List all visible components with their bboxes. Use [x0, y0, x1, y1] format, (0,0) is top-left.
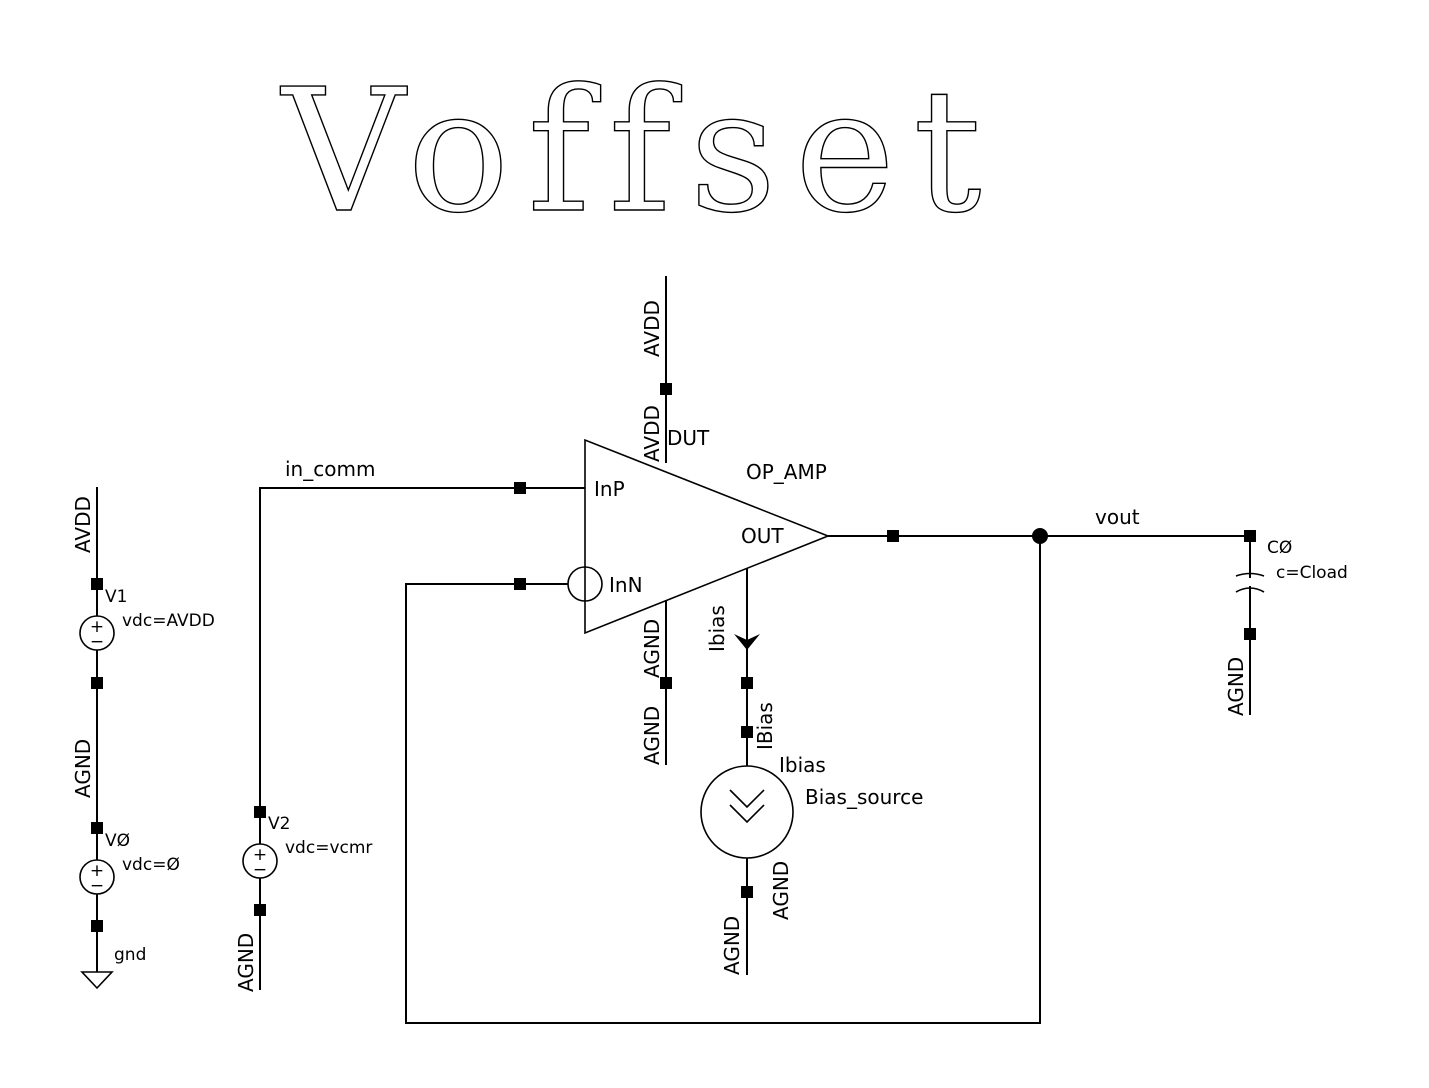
- v1-plus-sign: +: [90, 617, 104, 637]
- v1-name: V1: [105, 587, 127, 607]
- opamp-pin-inn: InN: [609, 573, 643, 597]
- c0-top-pin[interactable]: [1244, 530, 1256, 542]
- v2-minus-sign: −: [253, 860, 267, 880]
- opamp-pin-out: OUT: [741, 524, 784, 548]
- v1-minus-sign: −: [90, 632, 104, 652]
- v1-circle: [79, 615, 115, 651]
- voltage-source-v1[interactable]: + − V1 vdc=AVDD: [79, 578, 215, 689]
- c0-agnd-net-label: AGND: [1224, 657, 1248, 716]
- feedback-wire: [405, 536, 1041, 1024]
- v2-name: V2: [268, 814, 290, 834]
- ibias-arrow-icon: [734, 634, 760, 650]
- out-pin[interactable]: [887, 530, 899, 542]
- c0-top-plate: [1235, 572, 1265, 577]
- opamp-pin-agnd: AGND: [640, 619, 664, 678]
- inp-pin[interactable]: [514, 482, 526, 494]
- bias-cell-name: Bias_source: [805, 785, 923, 809]
- v0-top-pin[interactable]: [91, 822, 103, 834]
- avdd-net-label-opamp: AVDD: [640, 300, 664, 357]
- ibias-pin-opamp[interactable]: [741, 677, 753, 689]
- v2-circle: [242, 843, 278, 879]
- v1-top-pin[interactable]: [91, 578, 103, 590]
- bias-agnd-net-label: AGND: [720, 916, 744, 975]
- c0-bottom-pin[interactable]: [1244, 628, 1256, 640]
- inn-pin[interactable]: [514, 578, 526, 590]
- v0-plus-sign: +: [90, 861, 104, 881]
- in-comm-net-label: in_comm: [285, 457, 375, 481]
- v2-param: vdc=vcmr: [285, 838, 372, 858]
- voltage-source-v0[interactable]: + − VØ vdc=Ø: [79, 822, 180, 932]
- ground-icon: [80, 971, 114, 990]
- agnd-net-label-opamp: AGND: [640, 706, 664, 765]
- v1-bottom-pin[interactable]: [91, 677, 103, 689]
- bias-source-bottom-pin[interactable]: [741, 886, 753, 898]
- opamp-pin-ibias: Ibias: [705, 605, 729, 652]
- vout-junction-dot[interactable]: [1032, 528, 1048, 544]
- v0-minus-sign: −: [90, 876, 104, 896]
- opamp-pin-inp: InP: [594, 477, 625, 501]
- bias-instance-name: Ibias: [779, 753, 826, 777]
- voltage-source-v2[interactable]: + − V2 vdc=vcmr AGND: [234, 806, 372, 992]
- bias-current-source[interactable]: Ibias Bias_source: [700, 753, 923, 859]
- v1-agnd-net-label: AGND: [71, 739, 95, 798]
- v2-bottom-pin[interactable]: [254, 904, 266, 916]
- opamp-triangle: [584, 438, 831, 635]
- opamp-symbol[interactable]: InP InN OUT DUT OP_AMP AVDD AGND Ibias: [567, 405, 831, 678]
- ibias-pin-source[interactable]: [741, 726, 753, 738]
- bias-source-agnd-label: AGND: [769, 861, 793, 920]
- v0-name: VØ: [105, 831, 130, 851]
- opamp-instance-name: DUT: [667, 426, 710, 450]
- v0-param: vdc=Ø: [122, 855, 180, 875]
- capacitor-c0[interactable]: CØ c=Cload AGND: [1224, 530, 1348, 716]
- opamp-pin-avdd: AVDD: [640, 405, 664, 462]
- gnd-net-label: gnd: [114, 945, 146, 965]
- bias-pin-label: IBias: [753, 702, 777, 750]
- agnd-pin-opamp[interactable]: [660, 677, 672, 689]
- c0-param: c=Cload: [1276, 563, 1348, 583]
- schematic-title: Voffset: [280, 53, 1000, 251]
- c0-name: CØ: [1267, 538, 1292, 558]
- v1-avdd-net-label: AVDD: [71, 496, 95, 553]
- v2-plus-sign: +: [253, 845, 267, 865]
- v2-agnd-net-label: AGND: [234, 933, 258, 992]
- v1-param: vdc=AVDD: [122, 611, 215, 631]
- ground-symbol: gnd: [80, 945, 146, 990]
- v0-bottom-pin[interactable]: [91, 920, 103, 932]
- v0-circle: [79, 859, 115, 895]
- avdd-pin-opamp[interactable]: [660, 383, 672, 395]
- bias-chevron-down-icon-2: [729, 804, 765, 824]
- bias-chevron-down-icon: [729, 789, 765, 809]
- in-comm-wire: [259, 487, 585, 812]
- opamp-cell-name: OP_AMP: [746, 460, 827, 484]
- bias-source-circle: [700, 765, 794, 859]
- vout-net-label: vout: [1095, 505, 1140, 529]
- v2-top-pin[interactable]: [254, 806, 266, 818]
